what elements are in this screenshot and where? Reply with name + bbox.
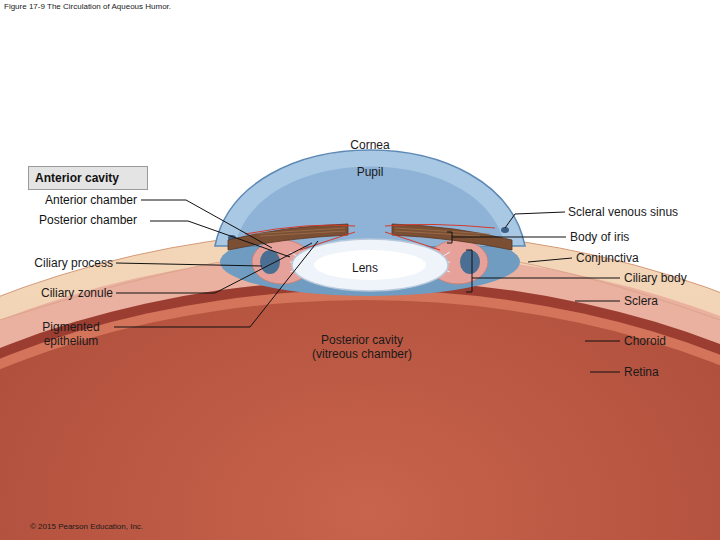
sclera-layer xyxy=(0,253,720,540)
part-label: Lens xyxy=(285,261,445,275)
part-label: Conjunctiva xyxy=(576,251,639,265)
iris-texture xyxy=(250,228,490,236)
copyright-note: © 2015 Pearson Education, Inc. xyxy=(30,522,143,532)
box-item: Posterior chamber xyxy=(28,210,148,230)
part-label: Cornea xyxy=(290,138,450,152)
part-label: Sclera xyxy=(624,294,658,308)
part-label: Pigmented epithelium xyxy=(31,320,111,348)
part-label: Ciliary zonule xyxy=(41,286,113,300)
part-label: Ciliary process xyxy=(34,256,113,270)
part-label: Ciliary body xyxy=(624,271,687,285)
part-label: Choroid xyxy=(624,334,666,348)
legend-box: Anterior cavityAnterior chamberPosterior… xyxy=(28,166,148,230)
part-label: Pupil xyxy=(290,165,450,179)
part-label: Body of iris xyxy=(570,230,629,244)
box-item: Anterior chamber xyxy=(28,190,148,210)
choroid-layer xyxy=(0,280,720,540)
retina-layer xyxy=(0,290,720,540)
region-label: Posterior cavity (vitreous chamber) xyxy=(303,333,421,361)
figure-title: Figure 17-9 The Circulation of Aqueous H… xyxy=(4,2,171,12)
conjunctiva-layer xyxy=(0,230,720,540)
ciliary-process-shape xyxy=(460,250,480,274)
ciliary-process-shape xyxy=(260,250,280,274)
part-label: Retina xyxy=(624,365,659,379)
leader-lines xyxy=(114,200,620,372)
part-label: Scleral venous sinus xyxy=(568,205,678,219)
vitreous-body xyxy=(0,300,720,540)
box-heading: Anterior cavity xyxy=(28,166,148,190)
